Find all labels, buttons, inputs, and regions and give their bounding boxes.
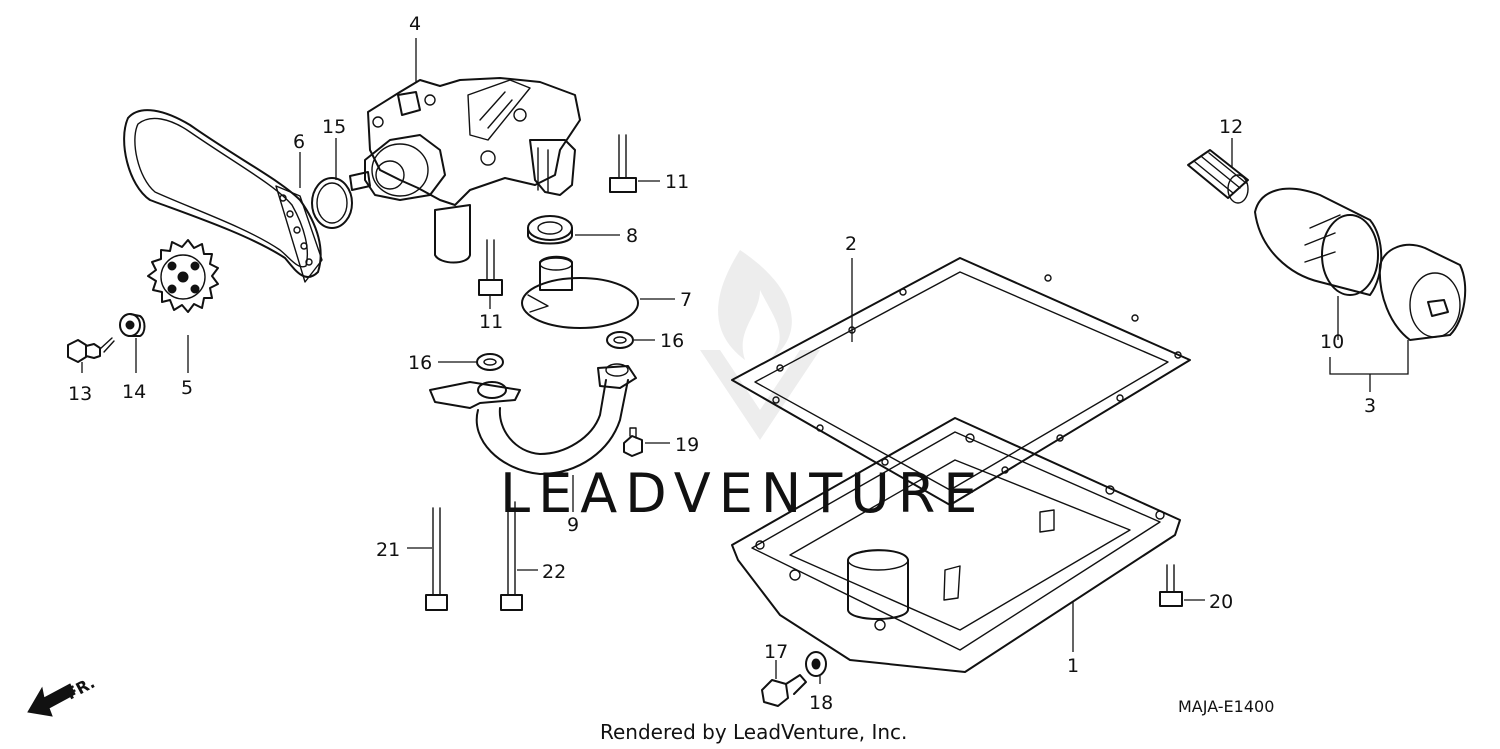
oil-strainer-7 [521, 255, 639, 329]
diagram-code: MAJA-E1400 [1178, 697, 1274, 716]
bolt-19 [623, 427, 643, 457]
callout-5: 5 [181, 377, 193, 399]
callout-16-left: 16 [408, 352, 432, 374]
oil-seal-8 [527, 215, 573, 245]
callout-11-upper: 11 [665, 171, 689, 193]
bolt-11-lower [478, 239, 503, 296]
callout-15: 15 [322, 116, 346, 138]
callout-16-right: 16 [660, 330, 684, 352]
callout-6: 6 [293, 131, 305, 153]
bolt-21 [425, 507, 448, 611]
callout-8: 8 [626, 225, 638, 247]
bolt-11-upper [609, 134, 637, 193]
callout-3: 3 [1364, 395, 1376, 417]
callouts: 1 2 3 4 5 6 7 8 9 10 11 11 12 13 14 15 1… [68, 13, 1376, 714]
filter-joint-12 [1187, 149, 1249, 204]
bolt-22 [500, 501, 523, 611]
cam-chain [123, 109, 323, 283]
leader-lines [81, 38, 1409, 684]
bolt-20 [1159, 564, 1183, 607]
callout-18: 18 [809, 692, 833, 714]
callout-7: 7 [680, 289, 692, 311]
callout-4: 4 [409, 13, 421, 35]
drain-bolt-17 [761, 674, 807, 707]
washer-16-left [476, 353, 504, 371]
oil-pan-1 [731, 417, 1181, 673]
bolt-13 [67, 337, 115, 363]
oil-pump-assembly [349, 77, 581, 264]
washer-16-right [606, 331, 634, 349]
oil-filter-10 [1254, 187, 1383, 296]
callout-13: 13 [68, 383, 92, 405]
oil-pipe-9 [429, 363, 637, 475]
oil-filter-cap-3 [1378, 243, 1467, 341]
footer-credit: Rendered by LeadVenture, Inc. [600, 720, 907, 744]
callout-14: 14 [122, 381, 146, 403]
callout-10: 10 [1320, 331, 1344, 353]
callout-9: 9 [567, 514, 579, 536]
direction-label: FR. [63, 673, 98, 704]
callout-22: 22 [542, 561, 566, 583]
oil-pump-sprocket [147, 239, 219, 313]
callout-11-lower: 11 [479, 311, 503, 333]
washer-14 [119, 313, 146, 337]
callout-17: 17 [764, 641, 788, 663]
callout-2: 2 [845, 233, 857, 255]
callout-19: 19 [675, 434, 699, 456]
front-direction-arrow: FR. [27, 673, 98, 717]
callout-12: 12 [1219, 116, 1243, 138]
callout-21: 21 [376, 539, 400, 561]
callout-20: 20 [1209, 591, 1233, 613]
o-ring-15 [311, 177, 353, 229]
callout-1: 1 [1067, 655, 1079, 677]
sealing-washer-18 [805, 651, 827, 677]
